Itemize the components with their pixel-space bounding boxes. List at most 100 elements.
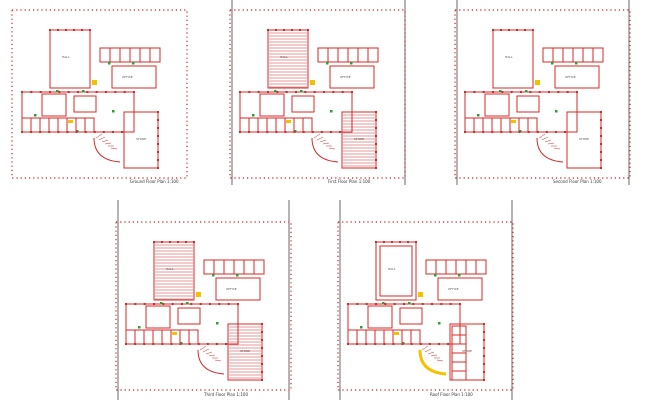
column-mark	[218, 303, 221, 305]
column-mark	[190, 303, 193, 305]
stair-tread	[424, 348, 432, 353]
column-mark	[209, 303, 211, 305]
column-mark	[58, 91, 61, 93]
column-mark	[143, 343, 146, 345]
column-mark	[197, 343, 200, 345]
column-mark	[133, 91, 135, 93]
room-tag: HALL	[62, 55, 70, 59]
column-mark	[419, 343, 422, 345]
column-mark	[114, 91, 117, 93]
column-mark	[375, 143, 377, 145]
column-mark	[375, 127, 377, 129]
column-mark	[75, 131, 78, 133]
column-mark	[351, 91, 353, 93]
column-mark	[600, 167, 602, 169]
column-mark	[153, 241, 155, 243]
column-mark	[356, 343, 359, 345]
column-mark	[81, 29, 83, 31]
column-mark	[143, 303, 146, 305]
column-mark	[483, 371, 485, 373]
column-mark	[21, 131, 23, 133]
column-mark	[261, 371, 263, 373]
curved-ramp	[418, 349, 447, 376]
column-mark	[384, 303, 387, 305]
door-mark	[499, 90, 502, 93]
column-mark	[30, 131, 33, 133]
column-mark	[532, 29, 534, 31]
door-mark	[555, 110, 558, 113]
plan-caption: Second Floor Plan 1:100	[553, 179, 602, 184]
room-tag: STORE	[354, 137, 364, 141]
column-mark	[483, 347, 485, 349]
column-mark	[375, 111, 377, 113]
room-tag: HALL	[388, 267, 396, 271]
room-tag: OFFICE	[226, 287, 237, 291]
stair-tread	[95, 133, 103, 139]
column-mark	[401, 343, 404, 345]
column-mark	[412, 303, 415, 305]
column-mark	[447, 343, 449, 345]
central-hall	[399, 307, 423, 325]
column-mark	[501, 91, 504, 93]
column-mark	[500, 131, 503, 133]
column-mark	[105, 91, 107, 93]
door-mark	[382, 302, 385, 305]
classroom-cell	[188, 329, 199, 345]
column-mark	[157, 151, 159, 153]
right-cell	[451, 370, 467, 381]
column-mark	[67, 91, 70, 93]
column-mark	[545, 131, 548, 133]
lobby	[484, 93, 510, 117]
column-mark	[237, 303, 239, 305]
column-mark	[557, 91, 560, 93]
central-hall	[516, 95, 540, 113]
column-mark	[482, 91, 485, 93]
column-mark	[516, 29, 518, 31]
column-mark	[323, 91, 325, 93]
column-mark	[239, 131, 241, 133]
column-mark	[538, 91, 541, 93]
column-mark	[239, 91, 241, 93]
column-mark	[162, 303, 165, 305]
column-mark	[509, 131, 512, 133]
column-mark	[89, 29, 91, 31]
lobby	[259, 93, 285, 117]
wing-cell	[253, 259, 265, 275]
main-hall	[49, 29, 91, 89]
column-mark	[153, 303, 155, 305]
column-mark	[283, 29, 285, 31]
column-mark	[492, 91, 494, 93]
column-mark	[157, 127, 159, 129]
column-mark	[520, 91, 522, 93]
column-mark	[483, 323, 485, 325]
column-mark	[261, 331, 263, 333]
column-mark	[375, 159, 377, 161]
door-mark	[551, 62, 554, 65]
stair-tread	[427, 351, 435, 355]
column-mark	[356, 303, 359, 305]
door-mark	[236, 274, 239, 277]
column-mark	[339, 131, 341, 133]
column-mark	[524, 29, 526, 31]
column-mark	[383, 343, 386, 345]
room-tag: STORE	[240, 349, 250, 353]
right-block	[227, 323, 263, 381]
main-hall	[153, 241, 195, 301]
column-mark	[421, 303, 424, 305]
column-mark	[185, 241, 187, 243]
column-mark	[169, 241, 171, 243]
column-mark	[307, 29, 309, 31]
column-mark	[111, 131, 114, 133]
office-block	[215, 277, 261, 301]
office-block	[554, 65, 600, 89]
column-accent	[68, 120, 73, 123]
wing-cell	[475, 259, 487, 275]
column-mark	[102, 131, 105, 133]
column-mark	[121, 131, 123, 133]
column-mark	[284, 131, 287, 133]
classroom-cell	[410, 329, 421, 345]
